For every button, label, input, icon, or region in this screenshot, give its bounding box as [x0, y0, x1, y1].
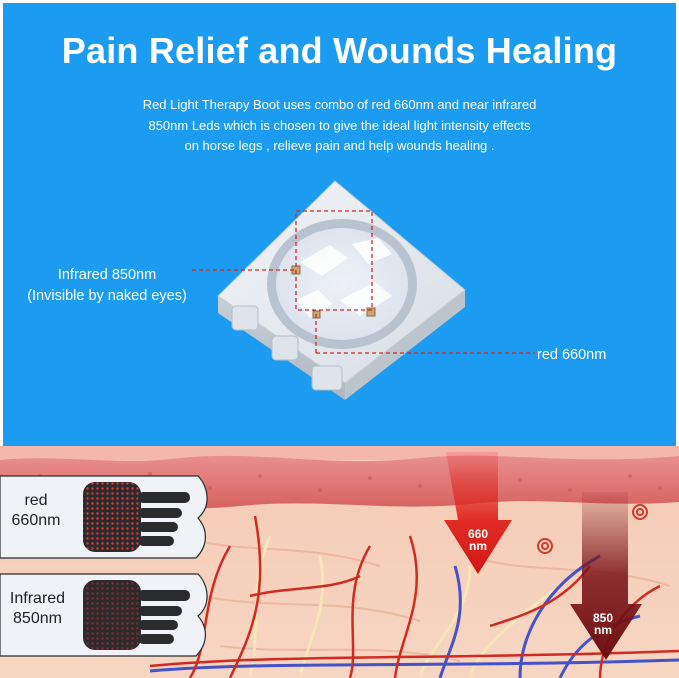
legend-red-card — [0, 475, 208, 559]
arteries — [149, 515, 679, 678]
infrared-light-arrow — [570, 492, 642, 660]
infrared-arrow-value: 850 — [592, 611, 614, 625]
headline: Pain Relief and Wounds Healing — [61, 30, 618, 71]
infrared-callout-line-2: (Invisible by naked eyes) — [27, 288, 187, 304]
skin-surface — [0, 446, 679, 460]
legend-red-line-2: 660nm — [11, 512, 61, 529]
chip-contact-pads — [231, 305, 343, 391]
description-line-2: 850nm Leds which is chosen to give the i… — [148, 117, 531, 133]
chip-side-right — [345, 290, 465, 400]
infrared-arrow-unit: nm — [594, 623, 612, 637]
red-arrow-label: 660 nm — [460, 528, 496, 552]
legend-ir-line-1: Infrared — [9, 590, 66, 607]
red-arrow-unit: nm — [469, 539, 487, 553]
infrared-callout: Infrared 850nm (Invisible by naked eyes) — [9, 265, 205, 307]
description: Red Light Therapy Boot uses combo of red… — [60, 95, 619, 157]
ir-boot-pad — [83, 580, 141, 650]
red-boot-pad — [83, 482, 141, 552]
extra-led-die — [366, 307, 376, 317]
legend-red-label: red 660nm — [3, 491, 69, 531]
legend-ir-line-2: 850nm — [13, 610, 62, 627]
infrared-callout-line-1: Infrared 850nm — [57, 267, 157, 283]
red-callout: red 660nm — [537, 347, 607, 363]
legend-ir-label: Infrared 850nm — [0, 589, 75, 629]
callout-lines — [190, 210, 535, 354]
description-line-1: Red Light Therapy Boot uses combo of red… — [142, 97, 537, 112]
infrared-arrow-label: 850 nm — [583, 612, 623, 636]
legend-ir-card — [0, 573, 208, 657]
red-light-arrow — [444, 452, 512, 574]
led-chip-illustration — [190, 180, 535, 400]
legend-red-line-1: red — [24, 492, 48, 509]
description-line-3: on horse legs , relieve pain and help wo… — [184, 138, 495, 153]
red-arrow-value: 660 — [467, 527, 489, 541]
hair-follicles — [537, 504, 648, 554]
skin-cross-section — [0, 446, 679, 678]
